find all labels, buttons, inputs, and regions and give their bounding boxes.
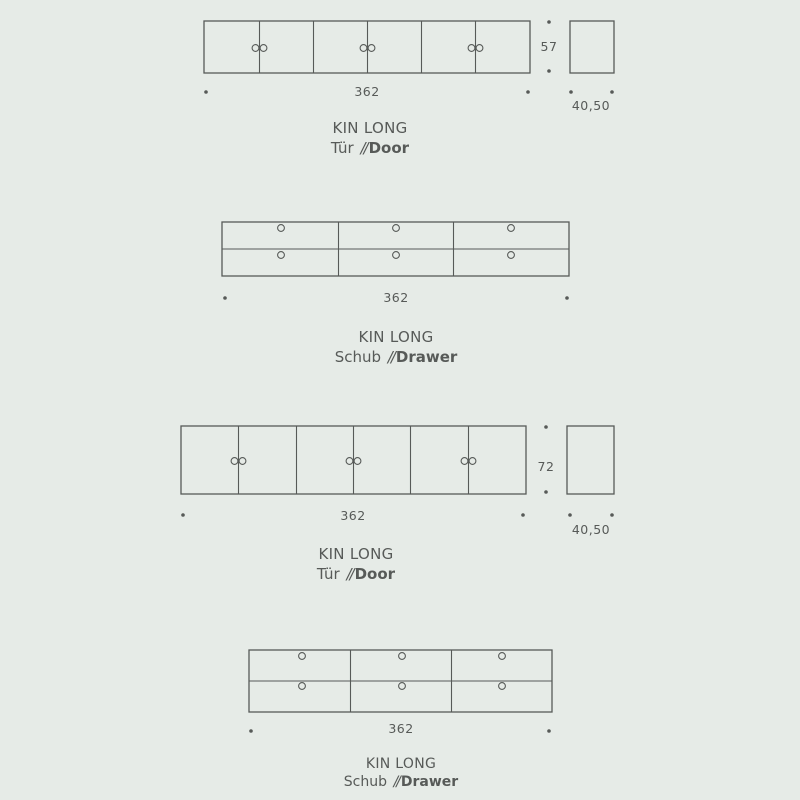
caption-sub-en: Door — [354, 564, 396, 583]
caption-sub-de: Tür — [316, 564, 340, 583]
dimension-dot — [565, 296, 569, 300]
caption-subtitle: Schub //Drawer — [246, 348, 546, 368]
dimension-dot — [526, 90, 530, 94]
width-label: 362 — [383, 290, 408, 305]
caption-subtitle: Tür //Door — [206, 565, 506, 585]
dimension-dot — [610, 90, 614, 94]
door-knob — [460, 457, 469, 465]
door-knob — [345, 457, 354, 465]
drawer-knob — [298, 682, 306, 690]
dimension-dot — [547, 69, 551, 73]
drawer-knob — [507, 224, 515, 232]
drawer-knob — [392, 251, 400, 259]
dimension-dot — [547, 729, 551, 733]
dimension-dot — [521, 513, 525, 517]
dimension-dot — [544, 490, 548, 494]
height-label: 72 — [538, 459, 555, 474]
depth-label: 40,50 — [572, 522, 610, 537]
dimension-dot — [610, 513, 614, 517]
door-knob — [251, 44, 260, 52]
caption-separator: // — [387, 347, 396, 366]
caption-title: KIN LONG — [332, 119, 408, 137]
caption-separator: // — [346, 564, 354, 583]
door-cabinet-front-72 — [180, 425, 527, 495]
drawer-knob — [507, 251, 515, 259]
width-label: 362 — [388, 721, 413, 736]
door-knob — [475, 44, 484, 52]
caption-sub-en: Drawer — [400, 774, 459, 791]
dimension-dot — [568, 513, 572, 517]
caption-sub-en: Drawer — [395, 347, 458, 366]
width-label: 362 — [340, 508, 365, 523]
caption-separator: // — [393, 774, 401, 791]
door-knob — [359, 44, 368, 52]
drawer-knob — [277, 251, 285, 259]
drawer-knob — [277, 224, 285, 232]
drawer-knob — [392, 224, 400, 232]
dimension-dot — [544, 425, 548, 429]
caption-title: KIN LONG — [318, 545, 394, 563]
caption-subtitle: Tür //Door — [220, 139, 520, 159]
dimension-dot — [204, 90, 208, 94]
caption-door-2: KIN LONG Tür //Door — [206, 545, 506, 584]
caption-drawer-1: KIN LONG Schub //Drawer — [246, 328, 546, 367]
dimension-marks-4: 362 — [249, 721, 551, 736]
drawer-cabinet-front-1 — [221, 221, 570, 277]
dimension-marks-3: 362 72 40,50 — [181, 425, 614, 537]
door-knob — [467, 44, 476, 52]
side-view-outline — [569, 20, 615, 74]
caption-title: KIN LONG — [358, 328, 434, 346]
drawer-cabinet-front-2 — [248, 649, 553, 713]
door-knob — [367, 44, 376, 52]
drawer-knob — [398, 652, 406, 660]
dimension-dot — [249, 729, 253, 733]
side-view-outline — [566, 425, 615, 495]
caption-sub-de: Schub — [343, 774, 387, 791]
door-knob — [238, 457, 247, 465]
door-cabinet-side-72 — [566, 425, 615, 495]
caption-sub-de: Tür — [330, 138, 354, 157]
drawer-knob — [498, 652, 506, 660]
door-knob — [230, 457, 239, 465]
door-cabinet-side-57 — [569, 20, 615, 74]
drawer-knob — [398, 682, 406, 690]
dimension-dot — [547, 20, 551, 24]
drawer-knob — [498, 682, 506, 690]
dimension-marks-2: 362 — [223, 290, 569, 305]
height-label: 57 — [541, 39, 558, 54]
caption-subtitle: Schub //Drawer — [251, 773, 551, 791]
caption-door-1: KIN LONG Tür //Door — [220, 119, 520, 158]
caption-title: KIN LONG — [365, 756, 437, 772]
width-label: 362 — [354, 84, 379, 99]
door-knob — [468, 457, 477, 465]
door-knob — [259, 44, 268, 52]
dimension-marks-1: 362 57 40,50 — [204, 20, 614, 113]
door-cabinet-front-57 — [203, 20, 531, 74]
caption-sub-en: Door — [368, 138, 410, 157]
dimension-dot — [181, 513, 185, 517]
dimension-dot — [569, 90, 573, 94]
caption-separator: // — [360, 138, 368, 157]
door-knob — [353, 457, 362, 465]
caption-drawer-2: KIN LONG Schub //Drawer — [251, 755, 551, 791]
drawer-knob — [298, 652, 306, 660]
caption-sub-de: Schub — [334, 347, 381, 366]
dimension-dot — [223, 296, 227, 300]
depth-label: 40,50 — [572, 98, 610, 113]
